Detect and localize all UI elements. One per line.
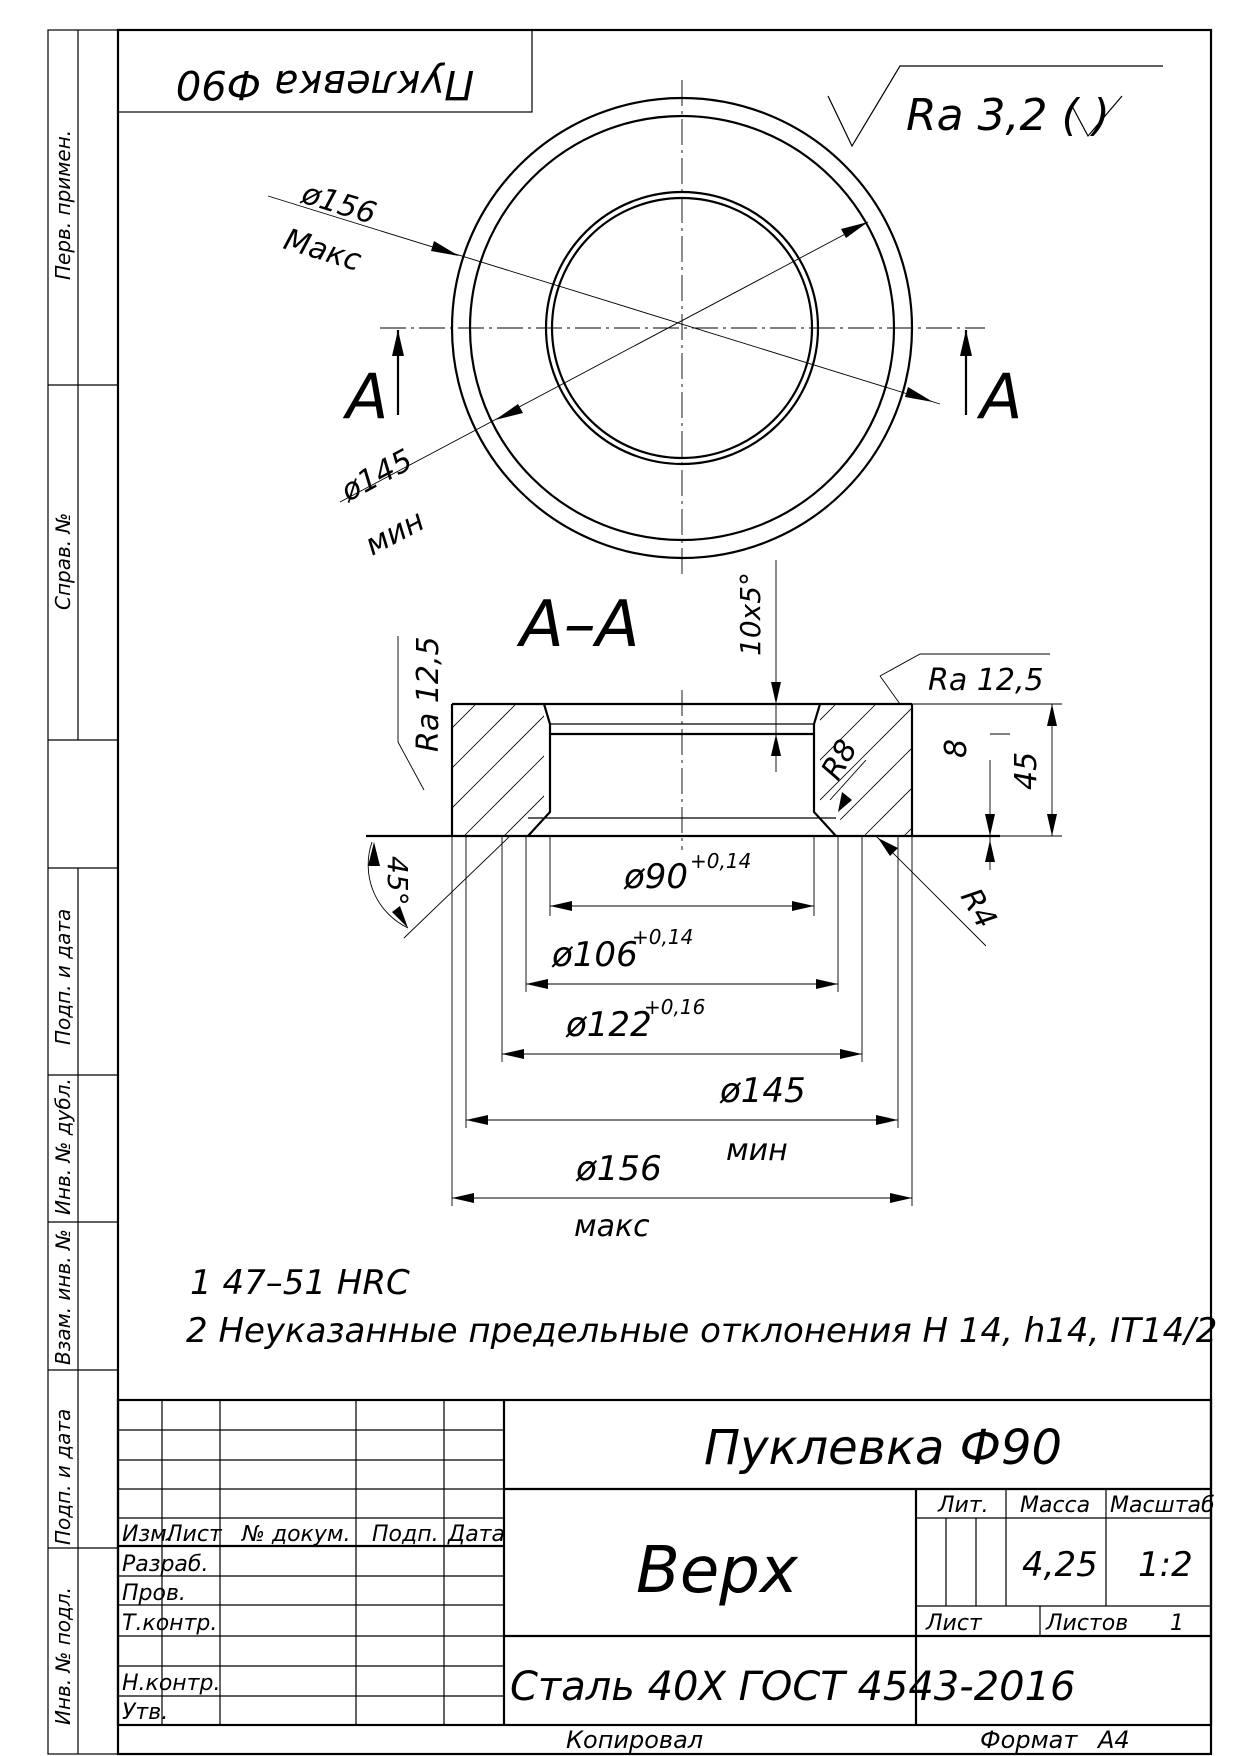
col-list: Лист [165, 1522, 223, 1547]
roughness-check-icon [1071, 95, 1123, 138]
material: Сталь 40Х ГОСТ 4543-2016 [510, 1664, 1076, 1710]
section-view: А–А [366, 560, 1062, 1244]
technical-notes: 1 47–51 HRC 2 Неуказанные предельные отк… [186, 1263, 1217, 1351]
col-doc: № докум. [241, 1522, 350, 1547]
stamp-sprav-no: Справ. № [51, 513, 75, 610]
sheet-frame [47, 28, 1213, 1756]
dim-45-label: 45 [1009, 752, 1044, 790]
col-podp: Подп. [372, 1522, 439, 1547]
d145-label: ø145 [719, 1071, 806, 1111]
d90-tol: +0,14 [690, 849, 751, 873]
stamp-podp-data-1: Подп. и дата [51, 909, 75, 1045]
d90-label: ø90 [623, 857, 688, 897]
row-utv: Утв. [122, 1700, 168, 1725]
ra-left-label: Ra 12,5 [411, 636, 446, 752]
stamp-podp-data-2: Подп. и дата [51, 1409, 75, 1545]
row-nkontr: Н.контр. [122, 1671, 220, 1696]
stamp-inv-no-podl: Инв. № подл. [51, 1587, 75, 1725]
row-razrab: Разраб. [122, 1552, 208, 1577]
r8-label: R8 [815, 734, 865, 786]
stamp-vzam-inv-no: Взам. инв. № [51, 1229, 75, 1365]
side-stamps: Перв. примен. Справ. № Подп. и дата Инв.… [51, 130, 75, 1725]
section-mark-left: A [342, 330, 404, 433]
format-value: А4 [1096, 1726, 1130, 1754]
massa-label: Масса [1020, 1493, 1090, 1518]
stamp-inv-no-dubl: Инв. № дубл. [51, 1078, 75, 1215]
general-roughness: Ra 3,2 ( ) [827, 65, 1163, 148]
section-title: А–А [516, 588, 640, 662]
list-label: Лист [925, 1611, 983, 1636]
footer: Копировал Формат А4 [566, 1726, 1130, 1754]
note-1: 1 47–51 HRC [190, 1263, 410, 1303]
section-mark-right: A [960, 330, 1022, 433]
top-code-box: Пуклевка Ф90 [117, 29, 533, 113]
d122-label: ø122 [565, 1005, 652, 1045]
arrow-156-b [905, 387, 933, 402]
row-tkontr: Т.контр. [122, 1611, 217, 1636]
hatch-right [820, 704, 912, 836]
top-dim-145: ø145 [334, 443, 418, 510]
d106-label: ø106 [551, 935, 638, 975]
dim-8-label: 8 [939, 739, 974, 758]
top-dim-156-note: Макс [280, 222, 366, 279]
kopiroval: Копировал [566, 1726, 703, 1754]
designation: Пуклевка Ф90 [704, 1420, 1062, 1476]
d156-label: ø156 [575, 1149, 662, 1189]
svg-text:A: A [342, 360, 388, 433]
d145-note: мин [726, 1133, 788, 1168]
stamp-perv-primen: Перв. примен. [51, 130, 75, 280]
d122-tol: +0,16 [644, 995, 705, 1019]
masshtab-label: Масштаб [1110, 1493, 1215, 1518]
arrow-145-a [495, 404, 523, 420]
d156-note: макс [574, 1209, 650, 1244]
chamfer-label: 10x5° [734, 572, 767, 656]
note-2: 2 Неуказанные предельные отклонения Н 14… [186, 1311, 1217, 1351]
hatch-left [452, 704, 544, 836]
angle-label: 45° [381, 856, 414, 906]
listov-label: Листов [1045, 1611, 1128, 1636]
top-dim-156: ø156 [297, 176, 381, 232]
format-label: Формат [980, 1726, 1078, 1754]
listov-value: 1 [1170, 1611, 1184, 1636]
massa-value: 4,25 [1022, 1545, 1098, 1585]
roughness-general-text: Ra 3,2 ( ) [906, 90, 1110, 141]
top-code-text: Пуклевка Ф90 [176, 61, 474, 107]
part-name: Верх [636, 1534, 799, 1608]
lit-label: Лит. [937, 1493, 989, 1518]
title-block: Пуклевка Ф90 Верх Сталь 40Х ГОСТ 4543-20… [116, 1398, 1215, 1727]
top-view: ø156 Макс ø145 мин A A [267, 80, 1022, 575]
top-dim-145-note: мин [359, 503, 430, 563]
col-izm: Изм. [122, 1522, 174, 1547]
col-data: Дата [447, 1522, 505, 1547]
row-prov: Пров. [122, 1581, 186, 1606]
d106-tol: +0,14 [632, 925, 693, 949]
ra-right-label: Ra 12,5 [928, 663, 1044, 698]
masshtab-value: 1:2 [1138, 1545, 1193, 1585]
arrow-145-b [841, 222, 868, 238]
arrow-156-a [431, 241, 459, 256]
svg-text:A: A [976, 360, 1022, 433]
r4-label: R4 [953, 883, 1003, 935]
